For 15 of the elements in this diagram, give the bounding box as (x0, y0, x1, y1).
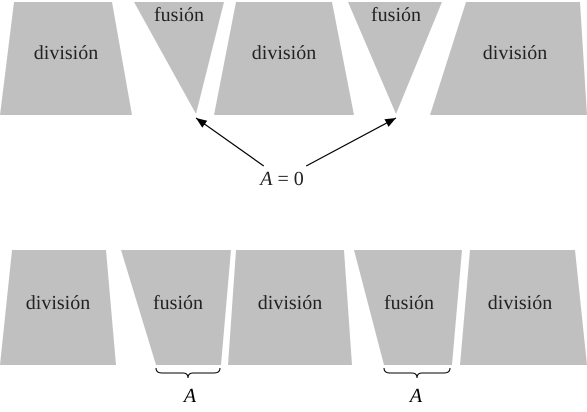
phase-label: división (482, 42, 548, 65)
phase-label: fusión (384, 292, 434, 315)
arrow (306, 117, 396, 167)
phase-label: división (488, 292, 552, 315)
equation-label: A = 0 (260, 168, 304, 191)
phase-label: fusión (371, 4, 421, 27)
phase-label: fusión (153, 292, 203, 315)
phase-label: división (34, 42, 98, 65)
phase-label: división (258, 292, 322, 315)
variable-label: A (184, 385, 196, 408)
phase-label: división (252, 42, 316, 65)
phase-label: fusión (154, 4, 204, 27)
arrow (196, 118, 264, 166)
variable-label: A (410, 385, 422, 408)
phase-label: división (26, 292, 90, 315)
